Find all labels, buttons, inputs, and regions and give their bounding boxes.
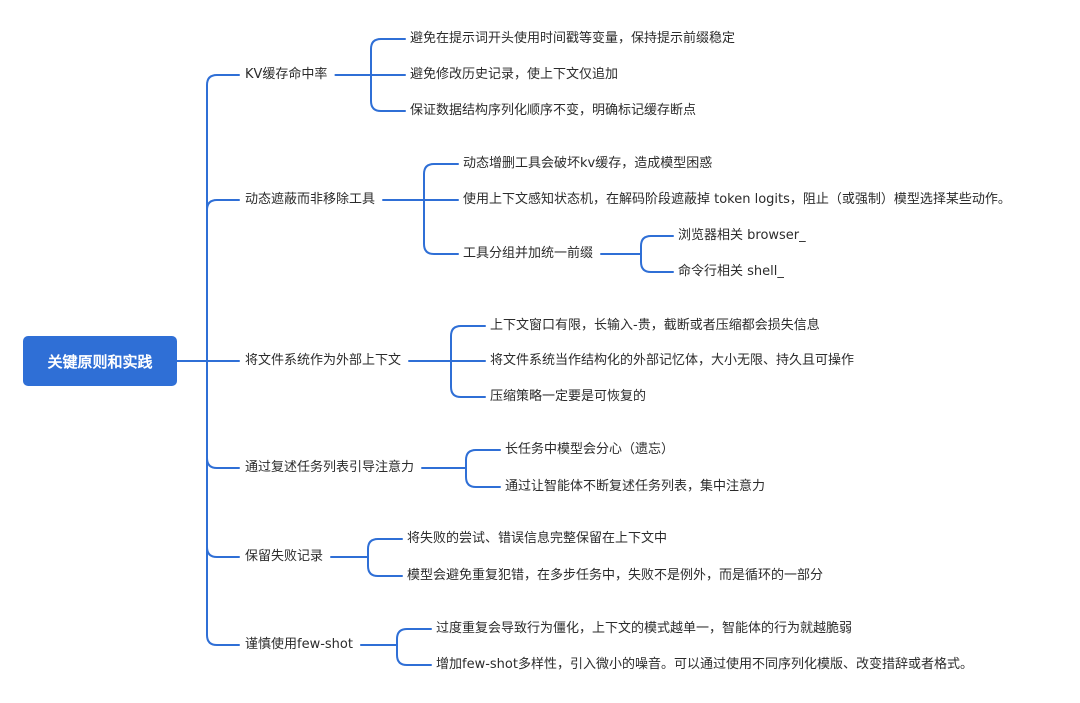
leaf-node: 保证数据结构序列化顺序不变，明确标记缓存断点	[410, 103, 697, 118]
leaf-node: 避免在提示词开头使用时间戳等变量，保持提示前缀稳定	[410, 31, 736, 46]
branch-node: KV缓存命中率	[245, 67, 328, 82]
sub-branch-node: 工具分组并加统一前缀	[463, 246, 594, 261]
branch-node: 将文件系统作为外部上下文	[245, 353, 402, 368]
leaf-node: 避免修改历史记录，使上下文仅追加	[410, 67, 619, 82]
leaf-node: 将文件系统当作结构化的外部记忆体，大小无限、持久且可操作	[490, 353, 855, 368]
branch-node: 谨慎使用few-shot	[245, 637, 353, 652]
leaf-node: 模型会避免重复犯错，在多步任务中，失败不是例外，而是循环的一部分	[407, 568, 824, 583]
leaf-node: 动态增删工具会破坏kv缓存，造成模型困惑	[463, 156, 713, 171]
leaf-node: 过度重复会导致行为僵化，上下文的模式越单一，智能体的行为就越脆弱	[436, 621, 853, 636]
leaf-node: 增加few-shot多样性，引入微小的噪音。可以通过使用不同序列化模版、改变措辞…	[436, 657, 973, 672]
leaf-node: 上下文窗口有限，长输入-贵，截断或者压缩都会损失信息	[490, 318, 820, 333]
leaf-node: 使用上下文感知状态机，在解码阶段遮蔽掉 token logits，阻止（或强制）…	[463, 192, 1011, 207]
branch-node: 保留失败记录	[245, 549, 324, 564]
leaf-node: 将失败的尝试、错误信息完整保留在上下文中	[407, 531, 668, 546]
leaf-node: 压缩策略一定要是可恢复的	[490, 389, 647, 404]
branch-node: 通过复述任务列表引导注意力	[245, 460, 415, 475]
branch-node: 动态遮蔽而非移除工具	[245, 192, 376, 207]
leaf-node: 通过让智能体不断复述任务列表，集中注意力	[505, 479, 766, 494]
root-node: 关键原则和实践	[23, 336, 177, 386]
leaf-node: 命令行相关 shell_	[678, 264, 784, 279]
leaf-node: 浏览器相关 browser_	[678, 228, 806, 243]
leaf-node: 长任务中模型会分心（遗忘）	[505, 442, 675, 457]
